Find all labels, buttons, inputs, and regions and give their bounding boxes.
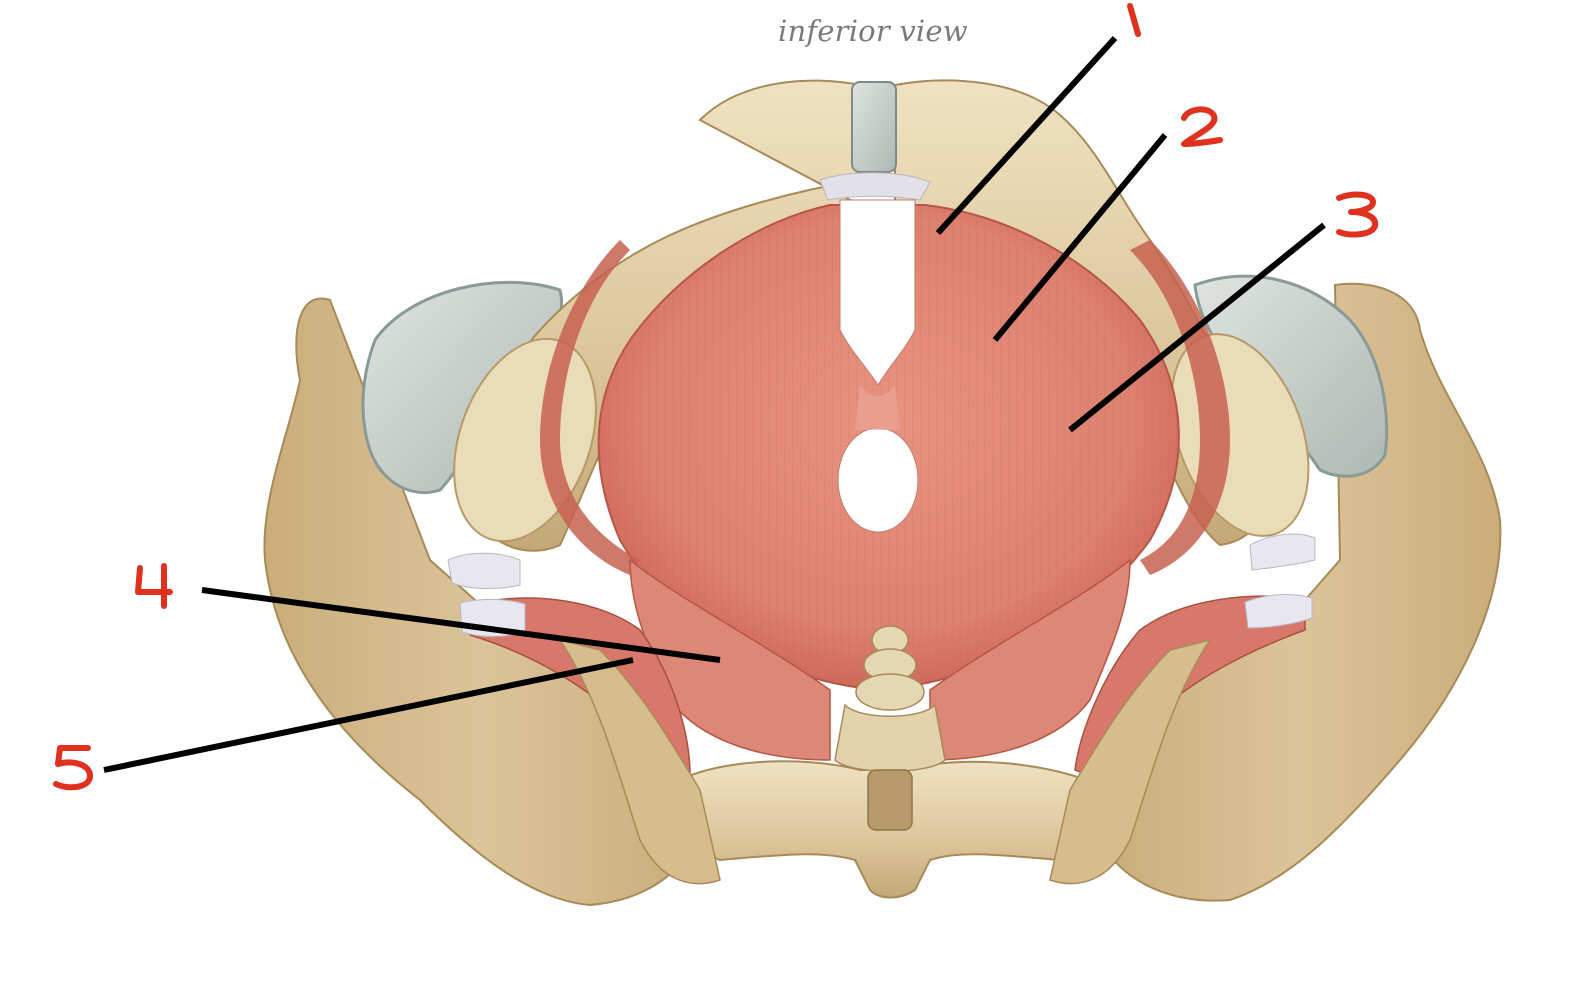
label-4: 4 <box>130 562 176 612</box>
leader-line-5 <box>103 657 634 773</box>
vaginal-opening <box>837 427 919 533</box>
left-upper-tendon <box>447 552 521 590</box>
arcuate-ligament <box>819 172 931 201</box>
right-ilium <box>1098 282 1502 902</box>
label-5: 5 <box>50 742 96 794</box>
view-caption: inferior view <box>778 14 968 48</box>
perineal-body <box>855 385 900 430</box>
left-ischium-lower <box>558 638 721 885</box>
leader-lines <box>103 35 1326 773</box>
leader-line-4 <box>201 587 721 663</box>
right-coccygeus-muscle <box>929 558 1131 761</box>
right-lower-tendon <box>1244 594 1313 629</box>
right-upper-tendon <box>1249 533 1316 571</box>
leader-line-3 <box>1068 222 1326 433</box>
leader-line-1 <box>935 35 1118 236</box>
coccyx <box>834 625 946 831</box>
label-1: 1 <box>1122 2 1152 42</box>
label-2: 2 <box>1176 104 1226 154</box>
pubic-symphysis <box>851 81 897 173</box>
leader-line-2 <box>992 133 1168 342</box>
left-tendinous-arch <box>540 240 640 575</box>
urethral-opening <box>839 199 916 386</box>
label-3: 3 <box>1333 190 1383 240</box>
right-ischium-lower <box>1049 638 1212 885</box>
